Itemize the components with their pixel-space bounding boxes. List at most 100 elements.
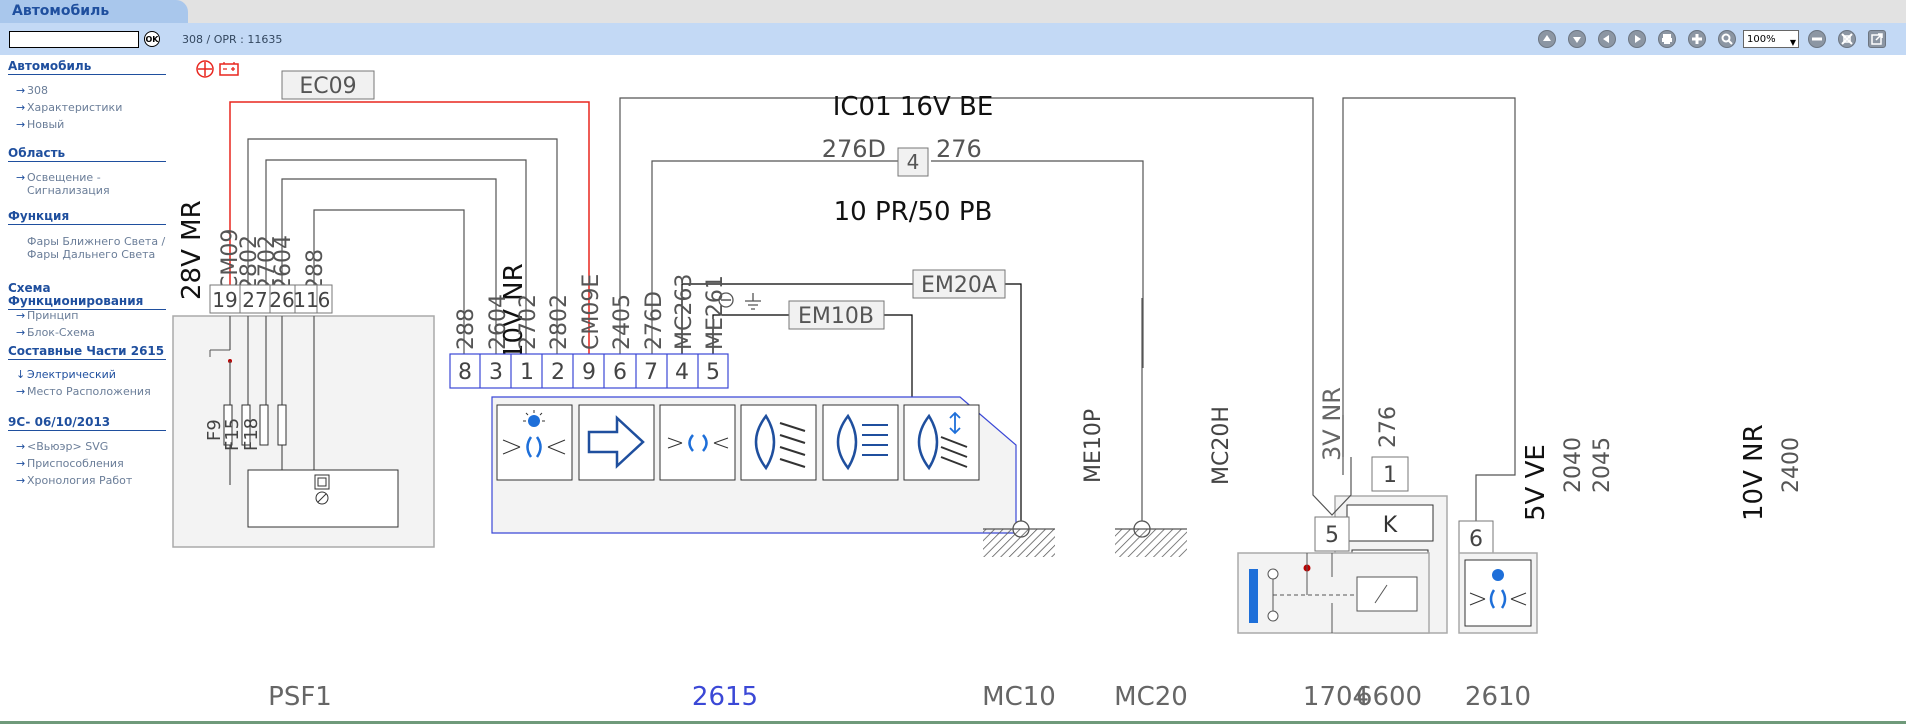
sidebar-item-headlamps[interactable]: Фары Ближнего Света / Фары Дальнего Свет… xyxy=(27,235,166,261)
ok-button[interactable]: OK xyxy=(144,31,160,47)
c1704-wire-label: 2040 xyxy=(1561,437,1586,493)
sidebar-item-block-diagram[interactable]: →Блок-Схема xyxy=(16,326,95,339)
arrow-right-icon[interactable] xyxy=(1628,30,1646,48)
sidebar-item-electrical[interactable]: ↓Электрический xyxy=(16,368,116,381)
c2615-pin: 9 xyxy=(582,360,596,385)
arrow-right-icon xyxy=(578,404,655,481)
connector-em10b-label: EM10B xyxy=(798,304,874,329)
mc20-name: MC20 xyxy=(1114,682,1188,712)
c2615-wire-label: 2802 xyxy=(547,294,572,350)
sidebar-heading-schema: Схема Функционирования xyxy=(8,282,166,310)
sidebar-item-principle[interactable]: →Принцип xyxy=(16,309,79,322)
arrow-down-icon[interactable] xyxy=(1568,30,1586,48)
c2615-wire-label: 2702 xyxy=(516,294,541,350)
zoom-select[interactable]: 100% ▼ xyxy=(1743,30,1799,48)
zoom-value: 100% xyxy=(1747,34,1776,45)
psf1-wire-label: 2802 xyxy=(237,235,262,291)
sidebar-item-characteristics[interactable]: →Характеристики xyxy=(16,101,123,114)
arrow-right-icon: → xyxy=(16,101,26,114)
psf1-wire-label: 288 xyxy=(303,249,328,291)
c2615-pin: 3 xyxy=(489,360,503,385)
toolbar: OK 308 / OPR : 11635 100%▼ xyxy=(0,23,1906,55)
c2615-wire-label: 276D xyxy=(642,291,667,350)
search-input[interactable] xyxy=(9,31,139,48)
psf1-wire-label: CM09 xyxy=(218,229,243,291)
connector-ec09 xyxy=(281,70,375,100)
c6600-connector xyxy=(1371,456,1409,492)
sidebar-item-lighting[interactable]: →Освещение - Сигнализация xyxy=(16,171,110,197)
fit-icon[interactable] xyxy=(1838,30,1856,48)
wire-2802 xyxy=(247,138,558,354)
low-beam-indicator-icon xyxy=(1464,559,1532,627)
plus-icon xyxy=(196,60,214,78)
arrow-left-icon[interactable] xyxy=(1598,30,1616,48)
wire-2400 xyxy=(1342,97,1516,457)
c2610-connector xyxy=(1458,520,1494,556)
sidebar-heading-date: 9C- 06/10/2013 xyxy=(8,416,166,431)
arrow-up-icon[interactable] xyxy=(1538,30,1556,48)
add-icon[interactable] xyxy=(1688,30,1706,48)
wire-positive xyxy=(229,101,590,354)
psf1-pin: 11 xyxy=(293,288,318,312)
high-beam-icon xyxy=(740,404,817,481)
c6600-wire-label: 276 xyxy=(1376,406,1401,448)
print-icon[interactable] xyxy=(1658,30,1676,48)
fuse-f9 xyxy=(223,404,233,446)
wire-276d xyxy=(651,160,907,354)
psf1-connector xyxy=(209,284,333,314)
c2615-pin: 1 xyxy=(520,360,534,385)
junction-4 xyxy=(897,147,929,177)
sidebar-item-tools[interactable]: →Приспособления xyxy=(16,457,124,470)
c2615-wire-label: 2405 xyxy=(610,294,635,350)
c6600-name: 6600 xyxy=(1356,682,1422,712)
sidebar-item-location[interactable]: →Место Расположения xyxy=(16,385,151,398)
c2615-wire-label: ME261 xyxy=(703,275,728,350)
fuse-label: F15 xyxy=(222,418,243,451)
arrow-right-icon: → xyxy=(16,171,26,184)
fuse-label: F9 xyxy=(204,419,225,441)
c6600-pin: 1 xyxy=(1383,463,1397,488)
zoom-icon[interactable] xyxy=(1718,30,1736,48)
c1704-connector xyxy=(1314,516,1350,552)
sidebar-heading-area: Область xyxy=(8,147,166,162)
c1704-relay-coil xyxy=(1356,576,1418,612)
bottom-divider xyxy=(0,721,1906,724)
relay-icon xyxy=(314,474,330,505)
arrow-right-icon: → xyxy=(16,440,26,453)
c2615-pin: 6 xyxy=(613,360,627,385)
c2615-pin: 8 xyxy=(458,360,472,385)
c2615-pin: 2 xyxy=(551,360,565,385)
wire-mc263 xyxy=(681,283,1022,523)
psf1-connector-label: 28V MR xyxy=(177,200,207,300)
fuse-f15 xyxy=(241,404,251,446)
c2615-connector xyxy=(449,353,729,389)
c2615-pin: 5 xyxy=(706,360,720,385)
arrow-down-icon: ↓ xyxy=(16,368,26,381)
c2610-connector-label: 10V NR xyxy=(1739,424,1769,521)
arrow-right-icon: → xyxy=(16,385,26,398)
c1704-connector-label: 5V VE xyxy=(1521,444,1551,521)
sidebar-item-308[interactable]: →308 xyxy=(16,84,48,97)
minus-icon[interactable] xyxy=(1808,30,1826,48)
sidebar-item-new[interactable]: →Новый xyxy=(16,118,65,131)
chevron-down-icon: ▼ xyxy=(1789,38,1796,47)
main-beam-icon xyxy=(822,404,899,481)
c2615-wire-label: 288 xyxy=(454,308,479,350)
wire-288 xyxy=(313,209,465,354)
sidebar-heading-components: Составные Части 2615 xyxy=(8,344,166,360)
c1704-wire-label: 2045 xyxy=(1590,437,1615,493)
c2610-pin: 6 xyxy=(1469,527,1483,552)
sidebar-item-svg-viewer[interactable]: →<Вьюэр> SVG xyxy=(16,440,109,453)
tab-vehicle[interactable]: Автомобиль xyxy=(0,0,188,23)
arrow-right-icon: → xyxy=(16,474,26,487)
c2615-wire-label: MC263 xyxy=(672,274,697,350)
psf1-pin: 19 xyxy=(212,288,237,312)
psf1-wire-label: 2604 xyxy=(271,235,296,291)
external-icon[interactable] xyxy=(1868,30,1886,48)
sidebar-item-history[interactable]: →Хронология Работ xyxy=(16,474,133,487)
wire-276 xyxy=(931,160,1144,368)
tab-bar: Автомобиль xyxy=(0,0,1906,23)
wire-2405 xyxy=(619,97,1314,457)
arrow-right-icon: → xyxy=(16,118,26,131)
fuse-label: F18 xyxy=(241,418,262,451)
